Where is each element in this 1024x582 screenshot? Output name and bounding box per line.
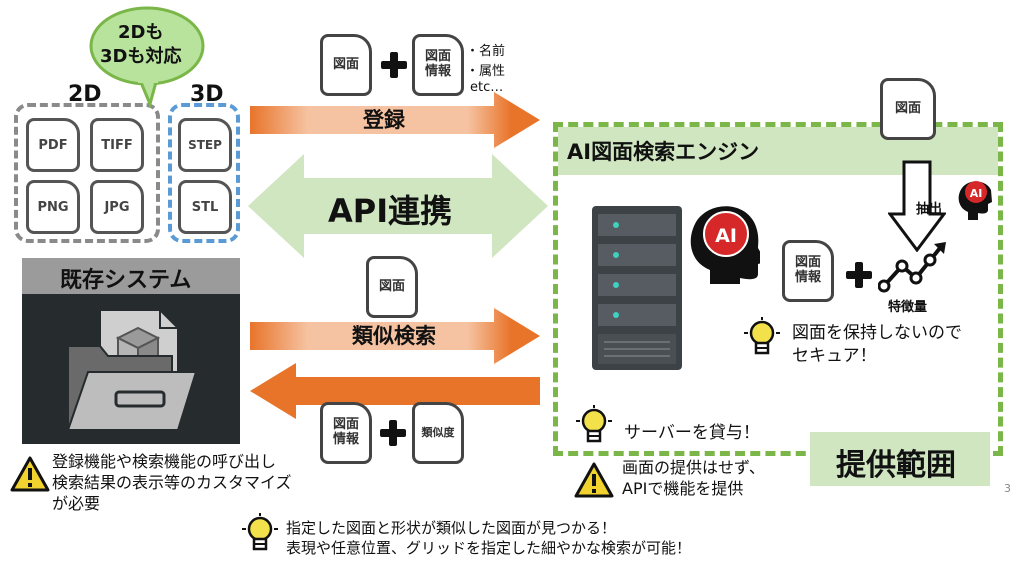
result-return-arrow [250,363,540,419]
formats-2d-group [14,103,160,243]
server-note: サーバーを貸与！ [624,423,760,443]
result-info-icon: 図面 情報 [320,402,372,464]
register-info-icon: 図面 情報 [412,34,464,96]
register-arrow [250,92,540,148]
formats-2d-label: 2D [68,82,102,107]
register-attr-etc: etc… [470,80,504,95]
existing-system-header [22,258,240,294]
secure-note: 図面を保持しないので セキュア！ [792,323,962,366]
register-label: 登録 [363,108,405,132]
ai-head-icon: AI [690,206,760,284]
formats-3d-group [168,103,240,243]
bubble-line1: 2Dも [118,22,164,43]
register-attr-name: ・名前 [466,44,506,59]
format-tiff-icon: TIFF [90,118,144,172]
similar-search-label: 類似検索 [352,324,436,348]
scope-boundary [553,122,1003,456]
api-double-arrow [248,154,548,258]
feature-label: 特徴量 [888,300,928,315]
register-attr-attribute: ・属性 [466,64,506,79]
engine-title: AI図面検索エンジン [567,140,760,164]
engine-input-drawing-icon: 図面 [880,78,936,140]
api-label: API連携 [328,192,453,230]
warning-icon [10,456,50,492]
format-pdf-icon: PDF [26,118,80,172]
page-number: 3 [1004,482,1011,495]
similar-search-arrow [250,308,540,364]
support-bubble [89,6,205,108]
server-icon [592,206,682,370]
plus-icon [381,52,407,78]
extract-down-arrow [888,160,946,252]
scope-label-box [810,432,990,486]
existing-system-title: 既存システム [60,268,192,293]
format-stl-icon: STL [178,180,232,234]
left-warning-note: 登録機能や検索機能の呼び出し 検索結果の表示等のカスタマイズ が必要 [52,452,292,513]
result-similarity-icon: 類似度 [412,402,464,464]
scope-label: 提供範囲 [836,448,956,483]
bubble-line2: 3Dも対応 [100,46,182,67]
right-warning-note: 画面の提供はせず、 APIで機能を提供 [622,458,765,498]
format-jpg-icon: JPG [90,180,144,234]
lightbulb-icon-2 [576,405,612,443]
format-png-icon: PNG [26,180,80,234]
extract-label: 抽出 [916,202,943,217]
lightbulb-icon-3 [242,513,278,551]
bottom-tip-note: 指定した図面と形状が類似した図面が見つかる！ 表現や任意位置、グリッドを指定した… [286,519,692,558]
register-drawing-icon: 図面 [320,34,372,96]
feature-graph-icon [878,242,946,293]
folder-cube-icon [66,309,198,431]
ai-small-head-icon: AI [958,181,992,220]
plus-icon-2 [380,420,406,446]
svg-text:AI: AI [715,225,737,247]
similar-drawing-icon: 図面 [366,256,418,318]
engine-info-icon: 図面 情報 [782,240,834,302]
lightbulb-icon [744,317,780,355]
formats-3d-label: 3D [190,82,224,107]
plus-icon-3 [846,262,872,288]
warning-icon-2 [574,462,614,498]
format-step-icon: STEP [178,118,232,172]
svg-text:AI: AI [970,187,983,200]
